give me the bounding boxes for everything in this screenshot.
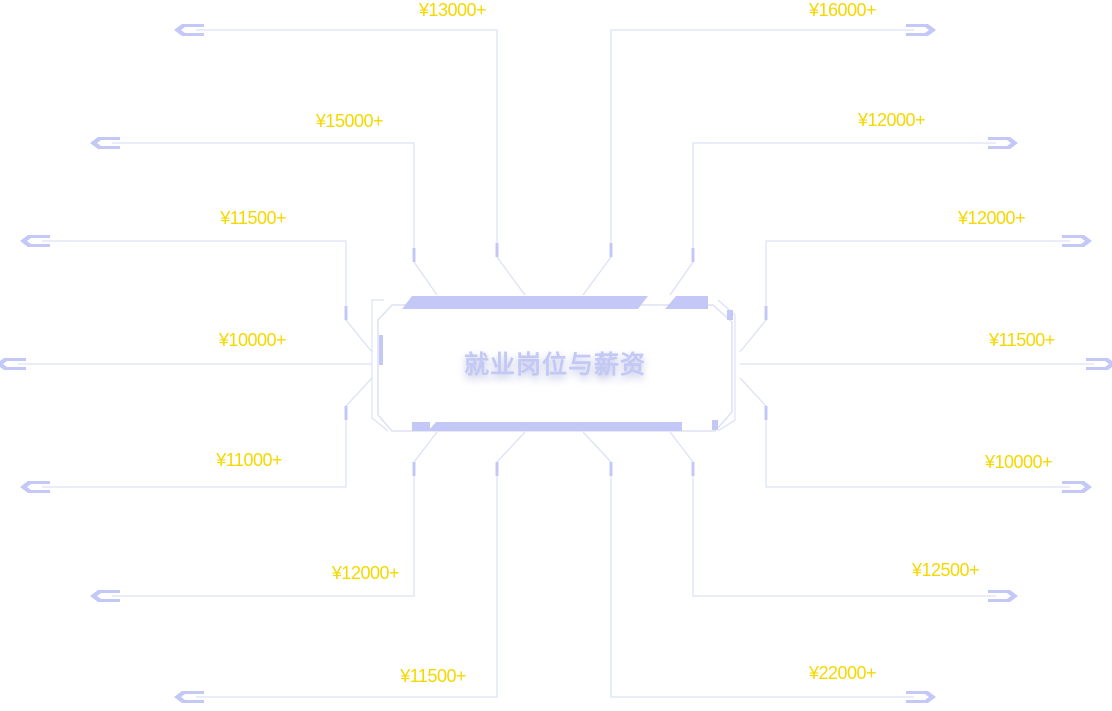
salary-label-left-4: ¥10000+ <box>218 330 287 350</box>
salary-label-right-3: ¥12000+ <box>958 208 1026 228</box>
connector-right-6-cap <box>988 590 1018 602</box>
connector-right-1-line <box>582 29 914 296</box>
salary-label-left-5: ¥11000+ <box>216 450 282 470</box>
connector-left-3-cap <box>20 235 50 247</box>
salary-label-left-7: ¥11500+ <box>400 666 466 686</box>
connector-left-1-cap <box>174 24 204 36</box>
connector-left-6-line <box>112 431 438 597</box>
connector-left-1-line <box>196 29 526 296</box>
connector-right-7-cap <box>906 691 936 703</box>
salary-label-right-5: ¥10000+ <box>985 452 1053 472</box>
connector-left-3-line <box>42 240 373 353</box>
center-frame-top-bar <box>402 296 648 309</box>
connector-right-5-cap <box>1062 481 1092 493</box>
center-frame-bottom-tab <box>412 422 430 431</box>
salary-label-left-2: ¥15000+ <box>315 111 384 131</box>
connector-right-4-cap <box>1086 358 1112 370</box>
center-frame-left-bracket <box>371 299 389 432</box>
salary-label-right-1: ¥16000+ <box>809 0 877 20</box>
connector-left-5-line <box>42 377 373 488</box>
connector-left-4-cap <box>0 358 26 370</box>
connector-left-5-cap <box>20 481 50 493</box>
connector-left-6-cap <box>90 590 120 602</box>
connector-left-2-line <box>112 142 438 296</box>
salary-label-right-4: ¥11500+ <box>989 330 1055 350</box>
connector-right-5-line <box>739 377 1070 488</box>
center-frame-top-tab <box>665 296 708 309</box>
center-frame-corner-accent <box>712 420 718 430</box>
center-frame-outer <box>377 304 733 432</box>
salary-label-right-2: ¥12000+ <box>858 110 926 130</box>
connector-left-7-cap <box>174 691 204 703</box>
salary-label-left-1: ¥13000+ <box>418 0 487 20</box>
connector-right-2-cap <box>988 137 1018 149</box>
connector-right-3-line <box>739 240 1070 353</box>
salary-label-left-6: ¥12000+ <box>331 563 400 583</box>
connector-right-1-cap <box>906 24 936 36</box>
salary-label-right-7: ¥22000+ <box>809 663 877 683</box>
center-frame-bottom-bar <box>428 422 682 431</box>
connector-right-7-line <box>582 431 914 698</box>
center-title: 就业岗位与薪资 <box>463 350 646 379</box>
salary-label-left-3: ¥11500+ <box>220 208 286 228</box>
center-frame-right-bracket <box>717 299 736 432</box>
connector-left-2-cap <box>90 137 120 149</box>
center-frame-corner-accent-top <box>727 310 733 320</box>
center-frame-left-accent <box>379 335 383 365</box>
connector-right-2-line <box>669 142 996 296</box>
salary-label-right-6: ¥12500+ <box>912 560 980 580</box>
connector-right-6-line <box>669 431 996 597</box>
connector-right-3-cap <box>1062 235 1092 247</box>
connector-left-7-line <box>196 431 526 698</box>
